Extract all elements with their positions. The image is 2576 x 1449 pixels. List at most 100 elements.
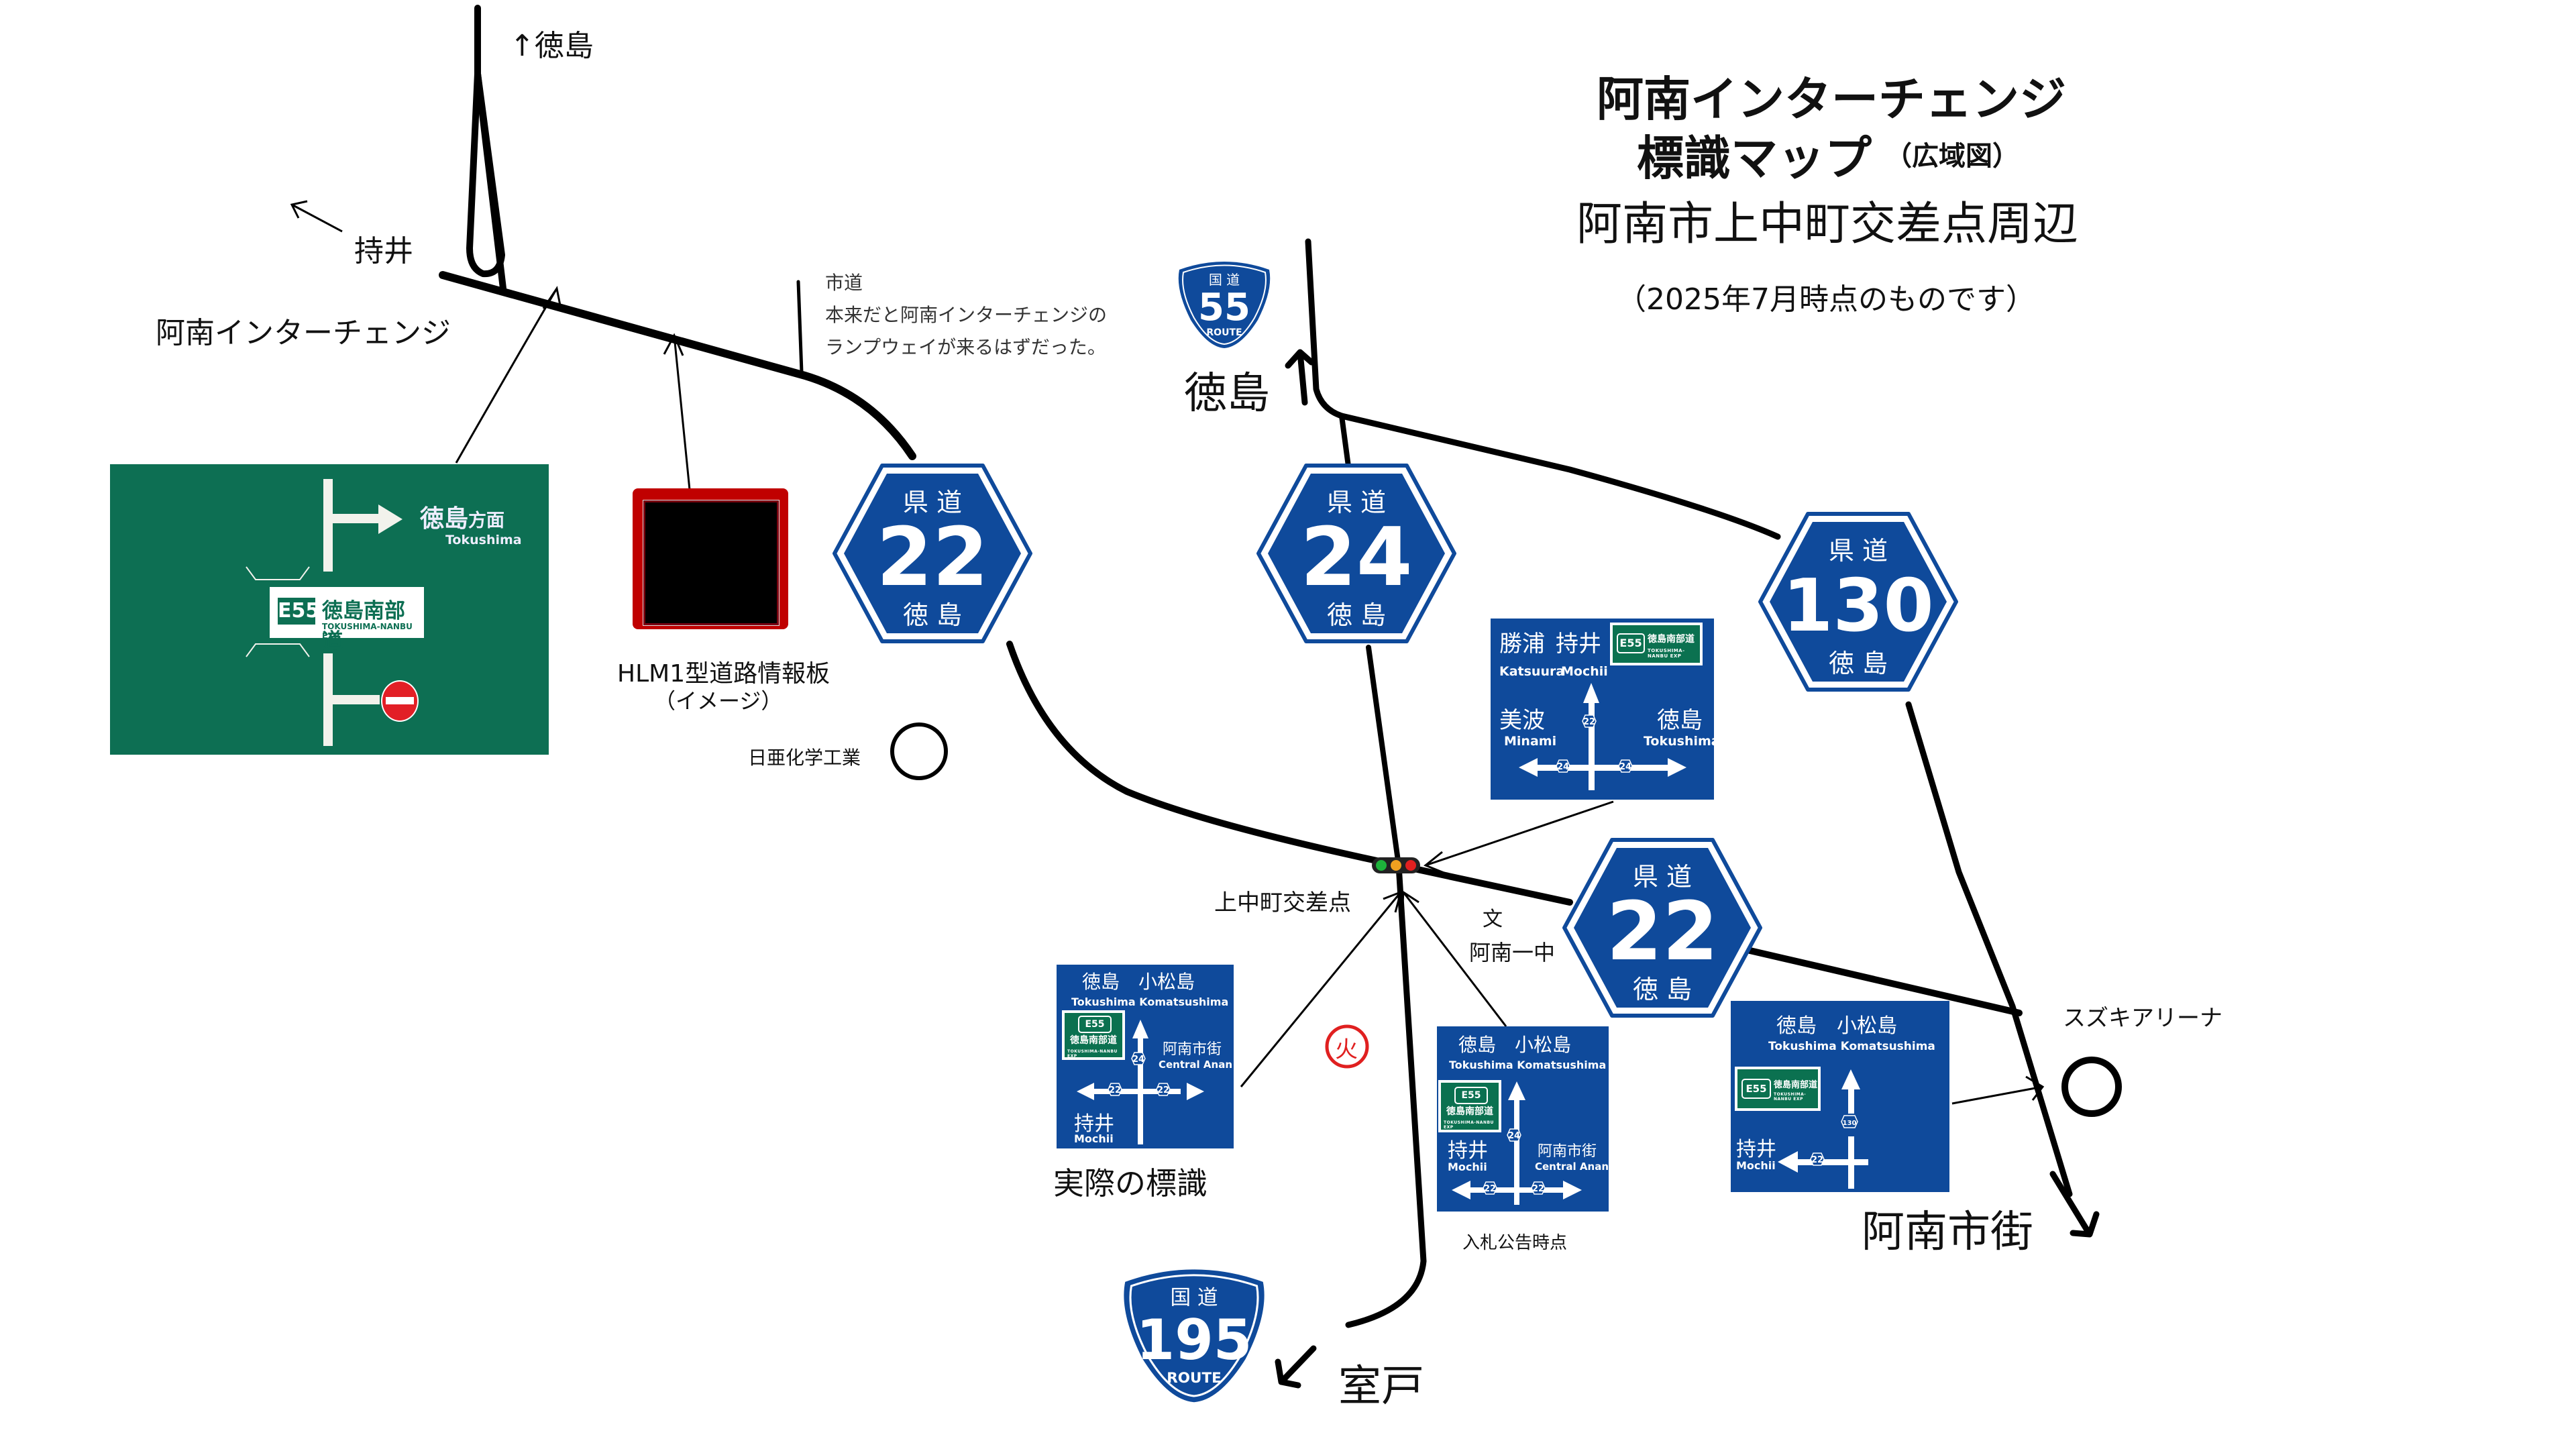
sign-text: Tokushima Komatsushima xyxy=(1071,996,1229,1008)
e55-mini-panel: E55 徳島南部道 TOKUSHIMA-NANBU EXP xyxy=(1062,1010,1125,1060)
route-24-mini-shield: 24 xyxy=(1507,1128,1521,1144)
svg-text:国 道: 国 道 xyxy=(1209,272,1240,288)
svg-text:195: 195 xyxy=(1136,1307,1252,1373)
label-nichia: 日亜化学工業 xyxy=(748,747,861,769)
svg-text:22: 22 xyxy=(1532,1184,1544,1194)
svg-text:24: 24 xyxy=(1132,1055,1144,1065)
sign-text: 徳島 小松島 xyxy=(1082,971,1195,993)
guide-sign-east: 徳島 小松島 Tokushima Komatsushima E55 徳島南部道 … xyxy=(1731,1001,1949,1192)
sign-text: Minami xyxy=(1504,734,1557,749)
guide-sign-bid: 徳島 小松島 Tokushima Komatsushima E55 徳島南部道 … xyxy=(1437,1026,1609,1212)
sign-text: 美波 xyxy=(1499,707,1545,734)
svg-text:130: 130 xyxy=(1782,564,1933,648)
e55-mini-panel: E55 徳島南部道 TOKUSHIMA-NANBU EXP xyxy=(1610,623,1703,665)
label-tokushima-north: ↑徳島 xyxy=(510,29,594,63)
svg-text:県 道: 県 道 xyxy=(1633,862,1692,892)
sign-branch-right xyxy=(333,514,381,523)
e55-name-en: TOKUSHIMA-NANBU EXP xyxy=(322,622,413,641)
e55-badge: E55 xyxy=(278,598,319,625)
route-22-mini-shield: 22 xyxy=(1810,1152,1825,1169)
overpass-top-icon xyxy=(246,566,310,580)
route-22-shield: 県 道 22 徳 島 xyxy=(832,463,1033,647)
road-route130-south xyxy=(1905,701,2073,1197)
svg-text:24: 24 xyxy=(1557,762,1569,772)
sign-text: Mochii xyxy=(1448,1161,1487,1173)
sign-text: Tokushima Komatsushima xyxy=(1449,1059,1607,1071)
intersection-arrows-icon xyxy=(1452,1081,1582,1205)
svg-text:22: 22 xyxy=(1484,1184,1496,1194)
label-muroto: 室戸 xyxy=(1338,1362,1424,1411)
svg-text:ROUTE: ROUTE xyxy=(1206,327,1242,338)
no-entry-icon xyxy=(381,680,419,722)
label-city-road-note2: ランプウェイが来るはずだった。 xyxy=(825,336,1106,358)
label-suzuki-arena: スズキアリーナ xyxy=(2063,1005,2222,1032)
guide-sign-actual: 徳島 小松島 Tokushima Komatsushima E55 徳島南部道 … xyxy=(1057,965,1234,1148)
svg-text:22: 22 xyxy=(1607,885,1719,979)
svg-text:22: 22 xyxy=(1583,717,1595,727)
sign-dest-en: Tokushima xyxy=(445,533,522,547)
leader-bid-sign xyxy=(1401,890,1507,1027)
e55-mini-panel: E55 徳島南部道 TOKUSHIMA-NANBU EXP xyxy=(1735,1067,1821,1111)
e55-route-panel: E55 徳島南部道 TOKUSHIMA-NANBU EXP xyxy=(270,587,424,653)
leader-hlm xyxy=(663,333,691,490)
svg-text:県 道: 県 道 xyxy=(1829,536,1888,566)
sign-text: Central Anan xyxy=(1159,1059,1233,1071)
arrow-right-icon xyxy=(378,504,402,534)
sign-text: 勝浦 xyxy=(1499,631,1545,657)
road-route22-curve xyxy=(1006,641,1402,869)
sign-text: Katsuura xyxy=(1499,664,1565,679)
intersection-arrows-icon xyxy=(1077,1020,1204,1144)
road-route130-north xyxy=(1338,413,1781,540)
route-22-shield-east: 県 道 22 徳 島 xyxy=(1562,837,1763,1021)
route-22-mini-shield: 22 xyxy=(1582,714,1597,731)
sign-text: 阿南市街 xyxy=(1538,1143,1597,1160)
sign-text: Central Anan xyxy=(1535,1161,1609,1173)
sign-text: Mochii xyxy=(1736,1159,1776,1172)
hlm-display xyxy=(643,500,780,626)
sign-text: 徳島 小松島 xyxy=(1458,1034,1572,1056)
svg-text:徳 島: 徳 島 xyxy=(903,600,962,630)
label-mochii: 持井 xyxy=(354,234,413,268)
sign-branch-no-entry xyxy=(333,695,380,704)
sign-text: 持井 xyxy=(1556,631,1601,657)
route-130-mini-shield: 130 xyxy=(1841,1115,1858,1131)
sign-text: 持井 xyxy=(1074,1112,1114,1136)
arrow-mochii xyxy=(290,200,343,233)
page-note: （2025年7月時点のものです） xyxy=(1617,282,2035,317)
page-title: 阿南インターチェンジ xyxy=(1597,72,2066,127)
label-anan-ic: 阿南インターチェンジ xyxy=(156,316,451,350)
sign-dest-jp: 徳島方面 xyxy=(420,505,505,533)
hlm-info-board xyxy=(633,488,788,629)
road-route24-north xyxy=(1339,413,1351,469)
svg-text:国 道: 国 道 xyxy=(1170,1287,1218,1310)
sign-text: Tokushima Komatsushima xyxy=(1768,1040,1935,1053)
page-subtitle-suffix: （広域図） xyxy=(1885,141,2019,172)
label-hlm-board: HLM1型道路情報板 xyxy=(617,660,830,688)
road-route195 xyxy=(1345,862,1427,1328)
route-24-mini-shield: 24 xyxy=(1556,759,1570,775)
label-city-road: 市道 xyxy=(825,272,863,294)
label-actual-sign: 実際の標識 xyxy=(1053,1165,1208,1201)
svg-text:22: 22 xyxy=(1157,1085,1169,1095)
road-route22-east2 xyxy=(1741,946,2023,1016)
svg-text:22: 22 xyxy=(877,511,989,604)
svg-text:24: 24 xyxy=(1619,762,1631,772)
arrow-muroto xyxy=(1275,1345,1317,1389)
sign-text: 持井 xyxy=(1736,1138,1776,1161)
route-24-mini-shield: 24 xyxy=(1131,1052,1146,1068)
intersection-arrows-icon xyxy=(1778,1069,1868,1189)
route-24-mini-shield: 24 xyxy=(1618,759,1633,775)
suzuki-arena-marker xyxy=(2061,1057,2122,1117)
svg-text:徳 島: 徳 島 xyxy=(1829,649,1888,678)
road-route24-south xyxy=(1366,645,1401,868)
sign-text: Mochii xyxy=(1074,1132,1114,1145)
label-hlm-board-sub: （イメージ） xyxy=(654,688,783,714)
svg-text:130: 130 xyxy=(1843,1120,1857,1127)
route-24-shield: 県 道 24 徳 島 xyxy=(1256,463,1457,647)
sign-text: 徳島 xyxy=(1657,707,1703,734)
route-22-mini-shield: 22 xyxy=(1108,1083,1122,1099)
expressway-guide-sign: 徳島方面 Tokushima E55 徳島南部道 TOKUSHIMA-NANBU… xyxy=(110,464,549,755)
leader-green-sign xyxy=(455,286,562,464)
svg-text:24: 24 xyxy=(1301,511,1413,604)
label-tokushima-r55: 徳島 xyxy=(1184,369,1270,419)
